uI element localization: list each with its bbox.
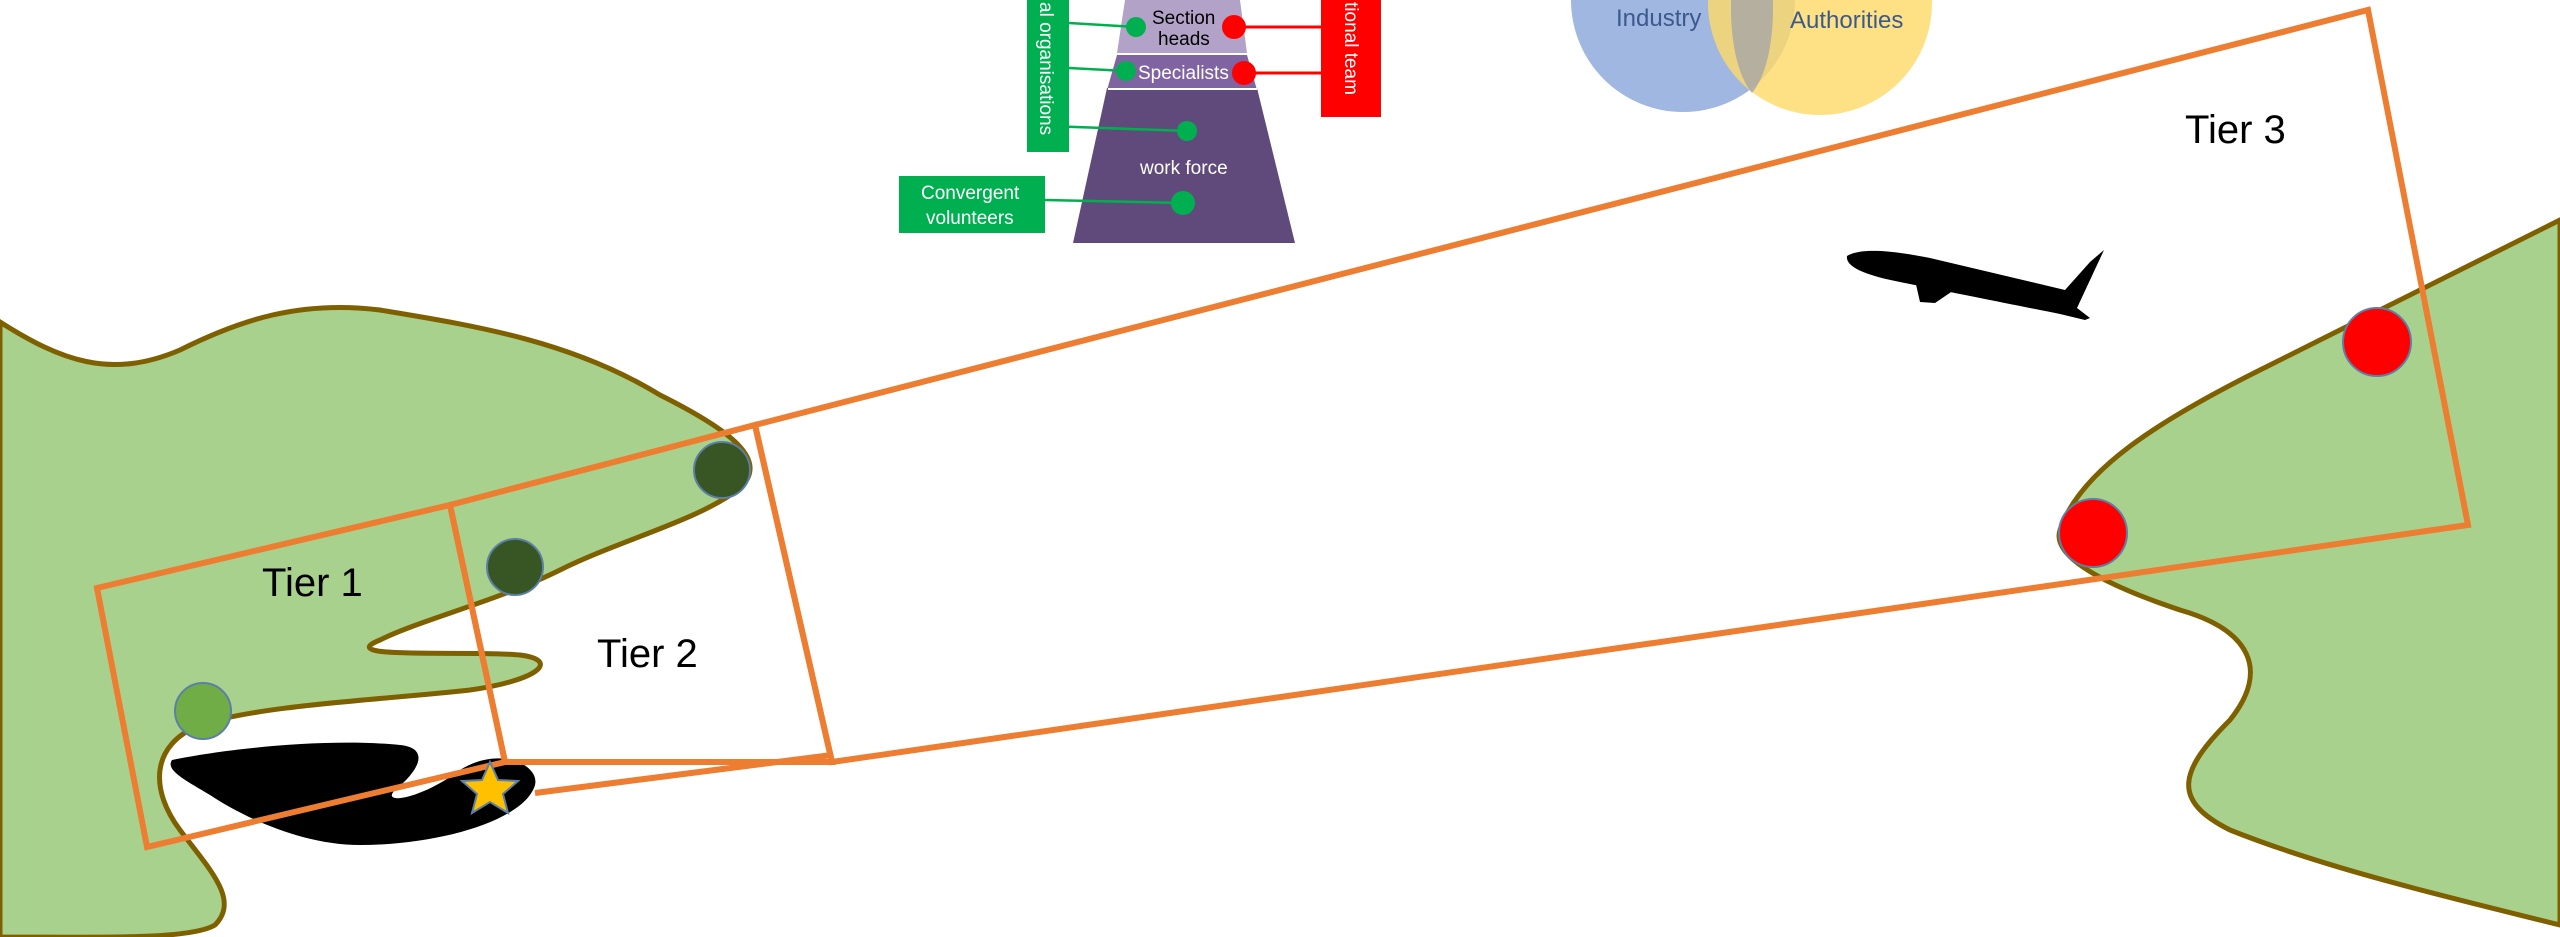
marker-red-1 bbox=[2058, 498, 2128, 568]
connector-green-3 bbox=[1047, 124, 1188, 133]
connector-green-4 bbox=[1044, 198, 1184, 205]
work-force-label: work force bbox=[1139, 158, 1228, 179]
marker-dark-green-2 bbox=[693, 441, 751, 499]
tier3-label: Tier 3 bbox=[2185, 108, 2286, 152]
pyramid-workforce-tier bbox=[1073, 88, 1295, 243]
connector-green-1 bbox=[1068, 21, 1137, 29]
tier2-label: Tier 2 bbox=[597, 632, 698, 676]
pyramid-section-heads-tier bbox=[1117, 0, 1247, 53]
operational-team-label: tional team bbox=[1340, 2, 1361, 95]
dot-green-section-heads bbox=[1126, 17, 1146, 37]
right-landmass bbox=[2056, 217, 2560, 928]
tier3-outline bbox=[751, 6, 2472, 766]
specialists-label: Specialists bbox=[1138, 63, 1229, 84]
venn-overlap bbox=[1731, 0, 1773, 93]
marker-dark-green-1 bbox=[486, 538, 544, 596]
left-landmass bbox=[0, 304, 753, 937]
marker-light-green bbox=[174, 682, 232, 740]
dot-green-volunteers bbox=[1171, 191, 1195, 215]
tier1-label: Tier 1 bbox=[262, 561, 363, 605]
dot-green-workforce bbox=[1177, 121, 1197, 141]
airplane-icon bbox=[1846, 250, 2104, 320]
dot-green-specialists bbox=[1116, 61, 1136, 81]
marker-red-2 bbox=[2342, 307, 2412, 377]
star-icon bbox=[459, 759, 521, 816]
organisations-label: al organisations bbox=[1035, 2, 1056, 135]
convergent-label-2: volunteers bbox=[926, 208, 1014, 229]
convergent-label-1: Convergent bbox=[921, 183, 1020, 204]
pyramid-specialists-tier bbox=[1107, 55, 1257, 90]
section-heads-label-1: Section bbox=[1152, 8, 1215, 29]
venn-authorities-label: Authorities bbox=[1790, 7, 1903, 34]
convergent-volunteers-box bbox=[899, 176, 1045, 233]
dot-red-section-heads bbox=[1222, 15, 1246, 39]
section-heads-label-2: heads bbox=[1158, 29, 1210, 50]
dot-red-specialists bbox=[1232, 61, 1256, 85]
venn-industry-label: Industry bbox=[1616, 5, 1701, 32]
operational-team-box bbox=[1321, 0, 1381, 117]
tier-lower-edge bbox=[534, 752, 833, 796]
